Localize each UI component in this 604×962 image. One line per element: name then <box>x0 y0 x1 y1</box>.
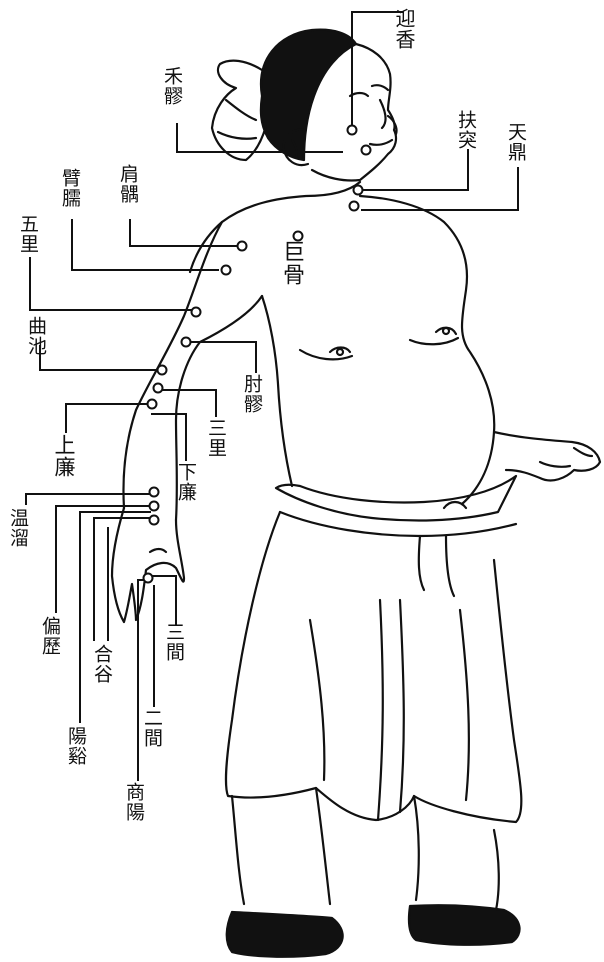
label-quchi: 曲池 <box>26 316 45 356</box>
leader-quchi <box>40 346 158 370</box>
label-hegu: 合谷 <box>92 644 111 684</box>
label-wuli: 五里 <box>18 214 37 254</box>
leader-shousanli <box>160 390 216 416</box>
right-arm <box>494 432 600 480</box>
left-shoe <box>227 912 343 957</box>
leader-heliao <box>177 124 342 152</box>
label-sanjian: 三間 <box>164 622 183 662</box>
label-shanglian: 上廉 <box>54 434 73 478</box>
label-wenliu: 温溜 <box>8 508 27 548</box>
hair-shape <box>261 30 356 160</box>
label-heliao: 禾髎 <box>162 66 181 106</box>
label-binao: 臂臑 <box>60 168 79 208</box>
label-erjian: 二間 <box>142 708 161 748</box>
label-zhouliao: 肘髎 <box>242 374 261 414</box>
label-shangyang: 商陽 <box>124 782 143 822</box>
leader-xialian <box>152 414 186 460</box>
label-jugu: 巨骨 <box>282 240 301 286</box>
label-yangxi: 陽谿 <box>66 726 85 766</box>
right-shoe <box>409 905 520 945</box>
label-shousanli: 三里 <box>206 418 225 458</box>
torso-outline <box>190 182 360 272</box>
leader-wenliu <box>26 494 152 504</box>
leader-wuli <box>30 258 196 310</box>
label-tianding: 天鼎 <box>506 122 525 162</box>
left-hand <box>112 508 184 622</box>
label-futu: 扶突 <box>456 110 475 150</box>
mouth <box>370 140 392 145</box>
label-pianli: 偏歷 <box>40 616 59 656</box>
leader-zhouliao <box>184 342 256 372</box>
label-xialian: 下廉 <box>176 462 195 502</box>
leader-jianyu <box>130 220 242 246</box>
trousers <box>226 512 521 822</box>
leader-futu <box>362 150 468 190</box>
left-arm <box>124 222 223 508</box>
nose <box>380 100 386 128</box>
label-jianyu: 肩髃 <box>118 164 137 204</box>
label-yingxiang: 迎香 <box>394 8 413 50</box>
